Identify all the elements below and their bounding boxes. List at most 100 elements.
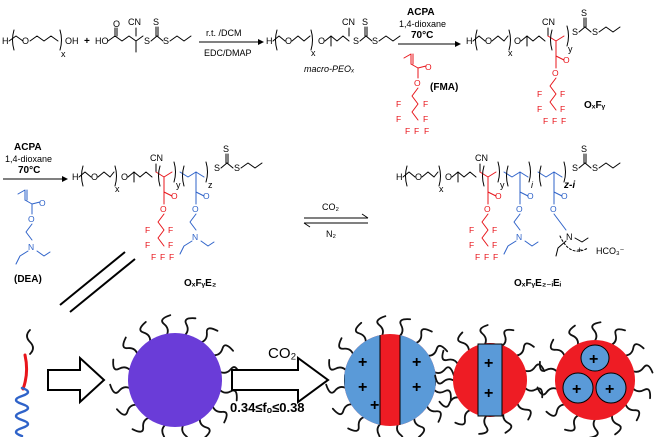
oxfyezi-s-thione: S <box>581 144 587 154</box>
raft1-temp: 70°C <box>411 30 433 41</box>
oxfy-f5: F <box>543 116 548 126</box>
oxfy-s2: S <box>592 27 598 37</box>
oxfyez-x: x <box>115 184 120 194</box>
corona-chain <box>328 358 348 373</box>
charge-3: + <box>412 354 421 371</box>
oxfyez-f6: F <box>160 252 165 262</box>
oxfy-f1: F <box>537 89 542 99</box>
fma-f1: F <box>396 99 401 109</box>
oxfyez-dea-o2: O <box>192 204 199 214</box>
oxfyezi-f3: F <box>469 240 474 250</box>
corona-chain <box>218 388 238 402</box>
n2-reverse-label: N₂ <box>326 229 336 239</box>
corona-chain <box>564 413 581 432</box>
co2-block-arrow: CO₂ 0.34≤fₒ≤0.38 <box>230 345 330 415</box>
polymer-chain-cartoon <box>14 329 34 437</box>
raft2-initiator: ACPA <box>14 142 42 153</box>
corona-chain <box>161 423 167 437</box>
oxfy-s1: S <box>572 27 578 37</box>
corona-chain <box>122 336 139 356</box>
oxfyez-s2: S <box>234 163 240 173</box>
oxfyez-dea-n: N <box>192 232 198 242</box>
mpeo-cn: CN <box>342 17 355 27</box>
oxfy-label: OₓFᵧ <box>584 100 606 111</box>
coupling-arrow: r.t. /DCM EDC/DMAP <box>199 28 264 58</box>
dea-label: (DEA) <box>14 274 42 285</box>
oxfyez-dea-o1: O <box>203 191 210 201</box>
corona-chain <box>522 363 546 373</box>
oxfyez-h: H <box>72 172 79 182</box>
corona-chain <box>434 374 456 385</box>
corona-chain <box>183 317 197 337</box>
oxfyez-y: y <box>176 180 181 190</box>
mpeo-s-thione: S <box>362 17 368 27</box>
corona-chain <box>631 386 652 400</box>
corona-chain <box>347 415 367 432</box>
corona-chain <box>425 344 449 357</box>
equivalence-lines <box>59 251 136 313</box>
oxfyez-f3: F <box>145 240 150 250</box>
oxfyezi-deah-o1: O <box>561 191 568 201</box>
corona-chain <box>397 318 412 338</box>
charge-10: + <box>605 381 614 398</box>
oxfyezi-deah-o2: O <box>550 204 557 214</box>
corona-chain <box>331 403 355 416</box>
corona-chain <box>441 349 460 366</box>
corona-chain <box>591 321 602 343</box>
corona-chain <box>624 402 641 422</box>
corona-chain <box>545 403 567 417</box>
bottom-co2-label: CO₂ <box>268 345 297 362</box>
oxfyezi-plus-charge: + <box>577 245 582 255</box>
oxfy-f3: F <box>537 104 542 114</box>
fma-label: (FMA) <box>430 82 458 93</box>
stripe-micelle-single: + + <box>434 324 546 435</box>
dea-o-ester: O <box>28 214 35 224</box>
corona-chain <box>161 314 172 337</box>
corona-chain <box>131 416 151 433</box>
oxfyezi-s2: S <box>592 163 598 173</box>
corona-chain <box>354 321 367 345</box>
oxfyezi-h: H <box>396 172 403 182</box>
fma-f3: F <box>396 114 401 124</box>
corona-chain <box>139 321 152 344</box>
oxfy-s-thione: S <box>581 8 587 18</box>
oxfyezi-f4: F <box>492 240 497 250</box>
plus-sign: + <box>84 36 90 47</box>
stripe-micelle-double: + + + + + <box>325 315 455 437</box>
oxfyezi-dea-n: N <box>516 232 522 242</box>
oxfyez-f4: F <box>168 240 173 250</box>
oxfyezi-o: O <box>415 172 422 182</box>
corona-chain <box>181 423 189 437</box>
oxfyez-fma-o2: O <box>160 204 167 214</box>
oxfy-x: x <box>508 48 513 58</box>
fma-f7: F <box>424 126 429 136</box>
corona-chain <box>338 337 355 357</box>
corona-chain <box>478 413 489 435</box>
oxfyezi-deah-n: N <box>566 232 573 242</box>
corona-chain <box>536 386 560 396</box>
oxfy-structure: H O x O CN y O O F F F F F F F S S S O <box>466 8 621 126</box>
oxfy-f2: F <box>560 89 565 99</box>
corona-chain <box>549 338 566 358</box>
oxfyezi-f7: F <box>493 252 498 262</box>
oxfy-f6: F <box>552 116 557 126</box>
assembly-arrow <box>47 355 106 405</box>
oxfyez-fma-o1: O <box>171 191 178 201</box>
macro-peo-label: macro-PEOₓ <box>304 64 355 74</box>
oxfy-y: y <box>568 44 573 54</box>
charge-9: + <box>572 381 581 398</box>
oxfyezi-f6: F <box>484 252 489 262</box>
corona-chain <box>211 344 234 357</box>
multicompartment-micelle: + + + <box>536 321 654 437</box>
purple-micelle <box>109 314 241 437</box>
oxfy-cn: CN <box>542 17 555 27</box>
raft2-temp: 70°C <box>18 165 40 176</box>
oxfyezi-dea-o2: O <box>516 204 523 214</box>
charge-1: + <box>358 354 367 371</box>
oxfyezi-z-minus-i: z-i <box>563 180 575 191</box>
fma-monomer: O O F F F F F F F (FMA) <box>396 53 458 136</box>
oxfyez-z: z <box>208 180 213 190</box>
peo-h-atom: H <box>2 36 9 46</box>
corona-chain <box>538 360 559 374</box>
mpeo-s2: S <box>372 36 378 46</box>
